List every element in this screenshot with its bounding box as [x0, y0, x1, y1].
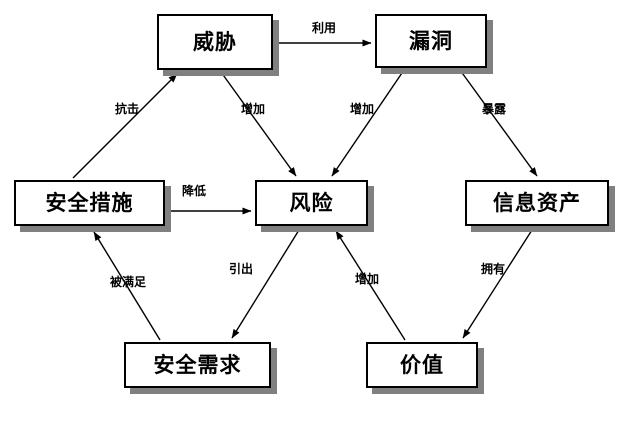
edge-counter: [72, 73, 178, 179]
node-label-threat: 威胁: [193, 29, 237, 54]
node-label-safeguard: 安全措施: [45, 190, 134, 215]
edge-label-satisfied: 被满足: [110, 275, 147, 289]
edge-label-expose: 暴露: [482, 102, 507, 116]
node-label-asset: 信息资产: [493, 190, 581, 215]
node-safeguard[interactable]: 安全措施: [14, 180, 165, 226]
edge-label-reduce: 降低: [182, 184, 207, 198]
edge-label-own: 拥有: [481, 262, 506, 276]
edge-label-increase3: 增加: [355, 272, 380, 286]
edge-label-exploit: 利用: [312, 21, 337, 35]
edge-expose: [459, 69, 538, 177]
edge-increase1: [220, 71, 297, 177]
edge-increase2: [331, 69, 405, 177]
edge-derive: [231, 229, 300, 339]
node-label-requirement: 安全需求: [153, 352, 242, 377]
node-label-risk: 风险: [289, 190, 334, 215]
edge-increase3: [335, 230, 406, 341]
node-value[interactable]: 价值: [366, 342, 478, 388]
node-asset[interactable]: 信息资产: [465, 180, 609, 226]
node-threat[interactable]: 威胁: [157, 14, 273, 70]
node-risk[interactable]: 风险: [255, 180, 368, 226]
edge-lines: [72, 39, 538, 341]
edge-label-increase1: 增加: [241, 102, 266, 116]
node-vulnerability[interactable]: 漏洞: [375, 14, 487, 68]
node-label-vulnerability: 漏洞: [409, 28, 453, 53]
node-label-value: 价值: [400, 352, 444, 377]
edge-label-counter: 抗击: [115, 102, 140, 116]
edge-own: [462, 229, 533, 339]
edge-label-derive: 引出: [229, 262, 254, 276]
edge-satisfied: [93, 231, 161, 341]
edge-label-increase2: 增加: [350, 102, 375, 116]
node-requirement[interactable]: 安全需求: [124, 342, 271, 388]
